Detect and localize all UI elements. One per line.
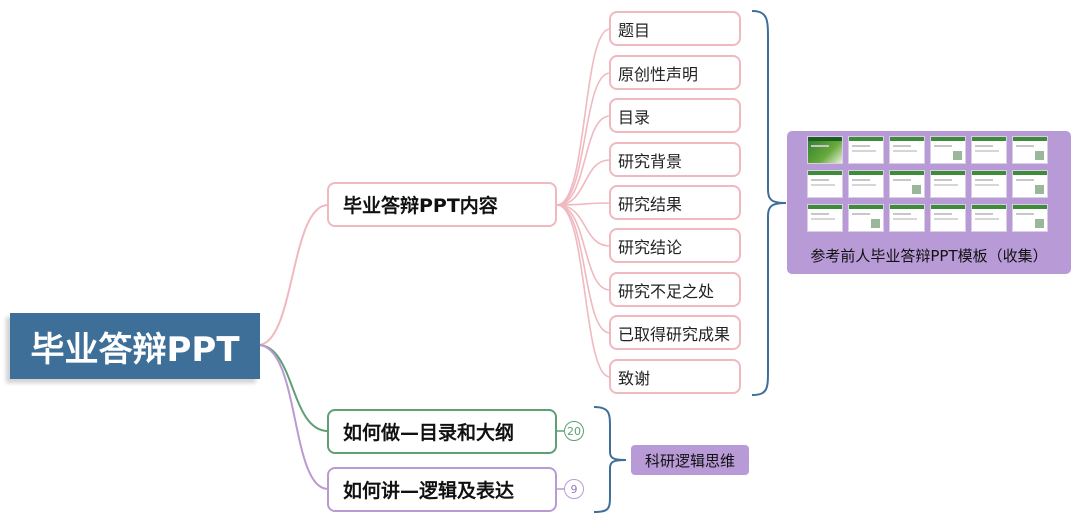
branch-ppt-content[interactable]: 毕业答辩PPT内容 (327, 182, 557, 227)
count-badge-how-to-speak[interactable]: 9 (564, 479, 584, 499)
slide-thumbnail (1012, 136, 1048, 164)
leaf-label: 研究背景 (618, 151, 683, 171)
leaf-label: 致谢 (618, 368, 651, 388)
slide-thumbnail (1012, 204, 1048, 232)
leaf-title[interactable]: 题目 (609, 11, 741, 46)
leaf-originality-statement[interactable]: 原创性声明 (609, 55, 741, 90)
template-summary-card[interactable]: 参考前人毕业答辩PPT模板（收集） (787, 131, 1071, 274)
branch-label: 如何做—目录和大纲 (343, 422, 515, 444)
slide-thumbnail (848, 136, 884, 164)
slide-thumbnail (807, 204, 843, 232)
template-caption: 参考前人毕业答辩PPT模板（收集） (810, 247, 1048, 265)
leaf-research-results[interactable]: 研究结果 (609, 185, 741, 220)
branch-how-to-make[interactable]: 如何做—目录和大纲 (327, 409, 557, 454)
template-thumbnail-grid (807, 136, 1059, 236)
leaf-achievements[interactable]: 已取得研究成果 (609, 315, 741, 350)
root-topic[interactable]: 毕业答辩PPT (10, 313, 260, 379)
slide-thumbnail (971, 204, 1007, 232)
leaf-label: 题目 (618, 20, 651, 40)
slide-thumbnail (889, 170, 925, 198)
count-badge-how-to-make[interactable]: 20 (564, 421, 584, 441)
root-title: 毕业答辩PPT (30, 329, 240, 370)
slide-thumbnail (971, 170, 1007, 198)
leaf-label: 研究结果 (618, 194, 683, 214)
connector-leaves (556, 28, 611, 378)
branch-how-to-speak[interactable]: 如何讲—逻辑及表达 (327, 467, 557, 512)
slide-thumbnail (930, 170, 966, 198)
slide-thumbnail (971, 136, 1007, 164)
leaf-label: 原创性声明 (618, 64, 699, 84)
connector-root-how-speak (257, 344, 329, 490)
leaf-label: 研究不足之处 (618, 281, 715, 301)
leaf-research-limitations[interactable]: 研究不足之处 (609, 272, 741, 307)
leaf-label: 目录 (618, 107, 651, 127)
connector-root-content (257, 204, 329, 346)
slide-thumbnail (930, 136, 966, 164)
brace-how (593, 406, 627, 513)
leaf-research-conclusion[interactable]: 研究结论 (609, 228, 741, 263)
connector-root-how-make (257, 344, 329, 432)
leaf-contents[interactable]: 目录 (609, 98, 741, 133)
slide-thumbnail (848, 204, 884, 232)
logic-summary-label: 科研逻辑思维 (644, 451, 735, 470)
slide-thumbnail (930, 204, 966, 232)
slide-thumbnail (1012, 170, 1048, 198)
branch-label: 毕业答辩PPT内容 (343, 195, 498, 217)
logic-summary-tag[interactable]: 科研逻辑思维 (631, 445, 749, 475)
leaf-research-background[interactable]: 研究背景 (609, 142, 741, 177)
leaf-acknowledgements[interactable]: 致谢 (609, 359, 741, 394)
branch-label: 如何讲—逻辑及表达 (343, 480, 515, 502)
leaf-label: 研究结论 (618, 237, 683, 257)
brace-leaves (751, 10, 787, 396)
slide-thumbnail (807, 136, 843, 164)
slide-thumbnail (889, 136, 925, 164)
slide-thumbnail (848, 170, 884, 198)
leaf-label: 已取得研究成果 (618, 324, 731, 344)
slide-thumbnail (807, 170, 843, 198)
slide-thumbnail (889, 204, 925, 232)
